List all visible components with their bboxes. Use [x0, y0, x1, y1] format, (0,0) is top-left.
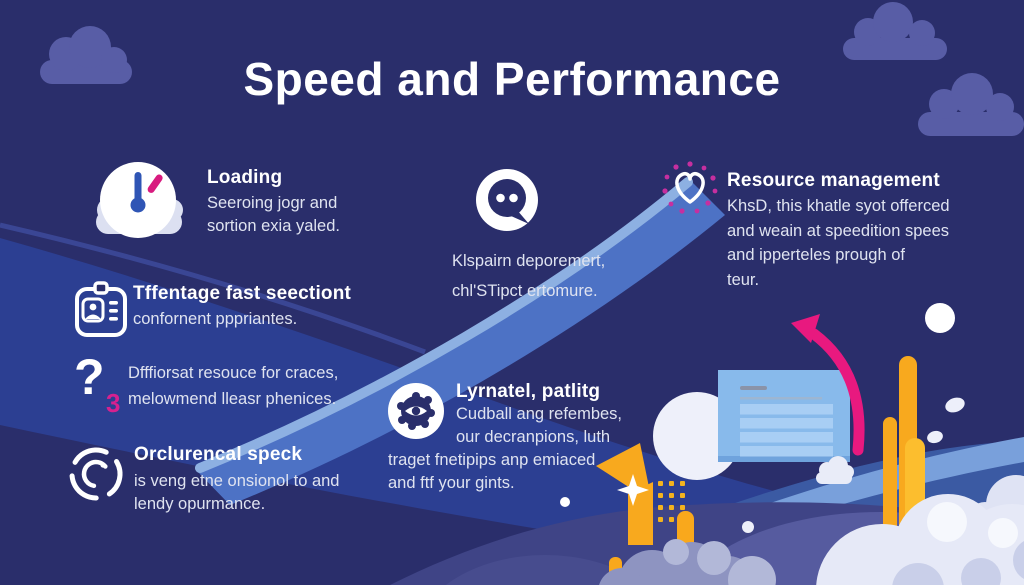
yellow-dot-grid [658, 481, 685, 522]
moon [925, 303, 955, 333]
id-badge-icon [72, 280, 130, 340]
renewal-heading: Orclurencal speck [134, 444, 303, 465]
question-number-badge: 3 [106, 388, 121, 418]
question-body: Dfffiorsat resouce for craces, melowmend… [128, 364, 339, 408]
badge-body: confornent pppriantes. [133, 310, 298, 328]
purple-mound-left [445, 555, 645, 585]
chat-bubble-icon [476, 169, 538, 231]
cloud-wisp-1 [945, 397, 965, 413]
visibility-body: Cudball ang refembes, our decranpions, l… [388, 405, 623, 492]
gray-cloud-cluster [599, 539, 776, 585]
resource-body: KhsD, this khatle syot offerced and weai… [727, 197, 950, 289]
renewal-body: is veng etne onsionol to and lendy opurm… [134, 472, 340, 513]
sparkle-icon [617, 474, 649, 506]
blue-card [718, 370, 850, 462]
white-dot-1 [560, 497, 570, 507]
big-light-cloud [816, 475, 1024, 585]
chat-body: Klspairn deporemert, chl'STipct ertomure… [452, 252, 606, 300]
small-white-cloud [816, 456, 854, 484]
cloud-wisp-2 [927, 430, 943, 444]
sync-circle-icon [66, 444, 126, 504]
visibility-heading: Lyrnatel, patlitg [456, 381, 601, 402]
question-mark-icon: ? [74, 349, 105, 405]
eye-circle-icon [388, 383, 444, 441]
pink-curved-arrow [791, 314, 865, 456]
gauge-cloud-icon [86, 160, 190, 242]
visibility-section: Lyrnatel, patlitg Cudball ang refembes, … [388, 381, 666, 495]
sky-cloud-top-right-1 [843, 2, 947, 60]
bottom-scene [390, 303, 1024, 585]
heart-burst-icon [662, 161, 718, 217]
light-streak [195, 177, 725, 505]
sky-cloud-top-left [40, 26, 132, 84]
resource-heading: Resource management [727, 170, 940, 191]
page-title: Speed and Performance [243, 53, 781, 105]
loading-heading: Loading [207, 167, 283, 188]
loading-body: Seeroing jogr and sortion exia yaled. [207, 194, 340, 235]
badge-heading: Tffentage fast seectiont [133, 283, 352, 304]
white-dot-2 [742, 521, 754, 533]
sky-cloud-top-right-2 [918, 73, 1024, 136]
